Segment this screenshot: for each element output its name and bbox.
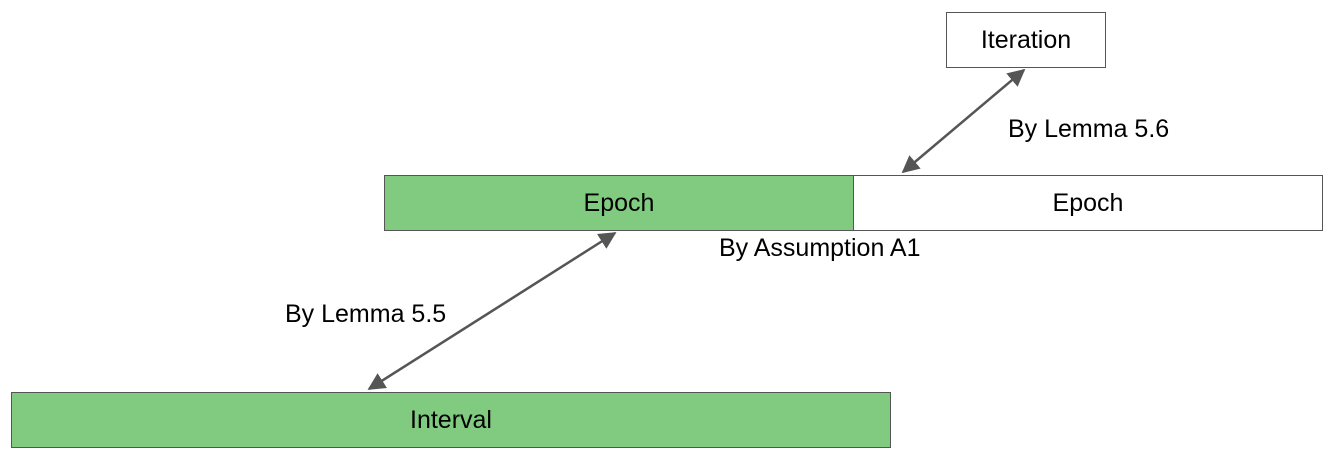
iteration-box: Iteration [946,12,1106,68]
interval-box: Interval [11,392,891,448]
edge-label-assumption-a1: By Assumption A1 [719,234,921,262]
epoch-right-label: Epoch [1052,188,1124,217]
interval-label: Interval [410,405,492,434]
edge-label-lemma-5-6: By Lemma 5.6 [1008,115,1170,143]
arrow-lemma56 [901,68,1026,174]
edge-label-lemma-5-5: By Lemma 5.5 [285,300,447,328]
epoch-left-label: Epoch [583,188,655,217]
epoch-box-left: Epoch [384,175,854,231]
epoch-box-right: Epoch [853,175,1323,231]
iteration-label: Iteration [980,25,1072,54]
